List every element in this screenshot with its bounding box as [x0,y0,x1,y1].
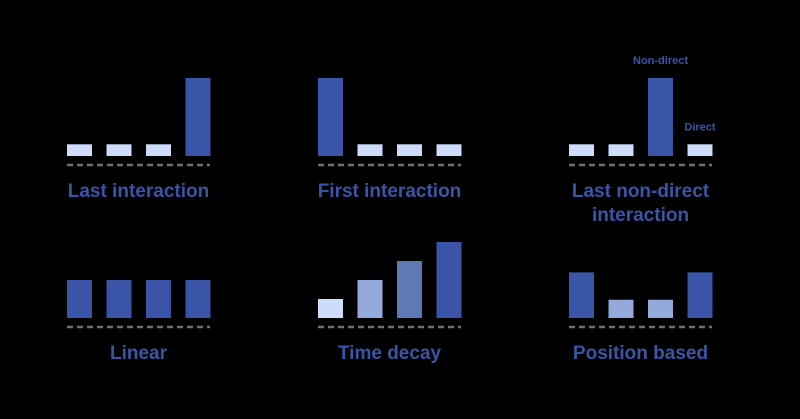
panel-1-bar-1 [67,144,92,156]
panel-3-title-line-1: Last non-direct [572,181,710,202]
panel-1-bar-2 [106,144,132,156]
panel-4-bar-2 [106,280,132,318]
panel-5-bar-4 [436,242,462,318]
panel-3-bar-3 [648,78,673,156]
panel-4-title: Linear [110,343,168,364]
panel-1-bar-4 [185,78,211,156]
panel-5-bar-3 [397,261,422,318]
panel-3-title-line-2: interaction [592,205,689,226]
panel-6-bar-4 [687,272,713,318]
panel-6-bar-2 [608,299,634,318]
panel-3-bar-4 [687,144,713,156]
panel-4-bar-3 [146,280,171,318]
panel-6-bar-3 [648,299,673,318]
panel-1-bar-3 [146,144,171,156]
annotation-direct: Direct [684,121,716,133]
panel-2-bar-3 [397,144,422,156]
panel-2-title: First interaction [318,181,462,202]
panel-5-bar-1 [318,299,343,318]
annotation-non-direct: Non-direct [633,55,688,67]
panel-6-bar-1 [569,272,594,318]
panel-3-bar-1 [569,144,594,156]
panel-2-bar-4 [436,144,462,156]
panel-1-title: Last interaction [68,181,209,202]
panel-2-bar-2 [357,144,383,156]
panel-4-bar-4 [185,280,211,318]
panel-4-bar-1 [67,280,92,318]
panel-3-bar-2 [608,144,634,156]
panel-2-bar-1 [318,78,343,156]
panel-5-bar-2 [357,280,383,318]
panel-5-title: Time decay [338,343,442,364]
panel-6-title: Position based [573,343,708,364]
